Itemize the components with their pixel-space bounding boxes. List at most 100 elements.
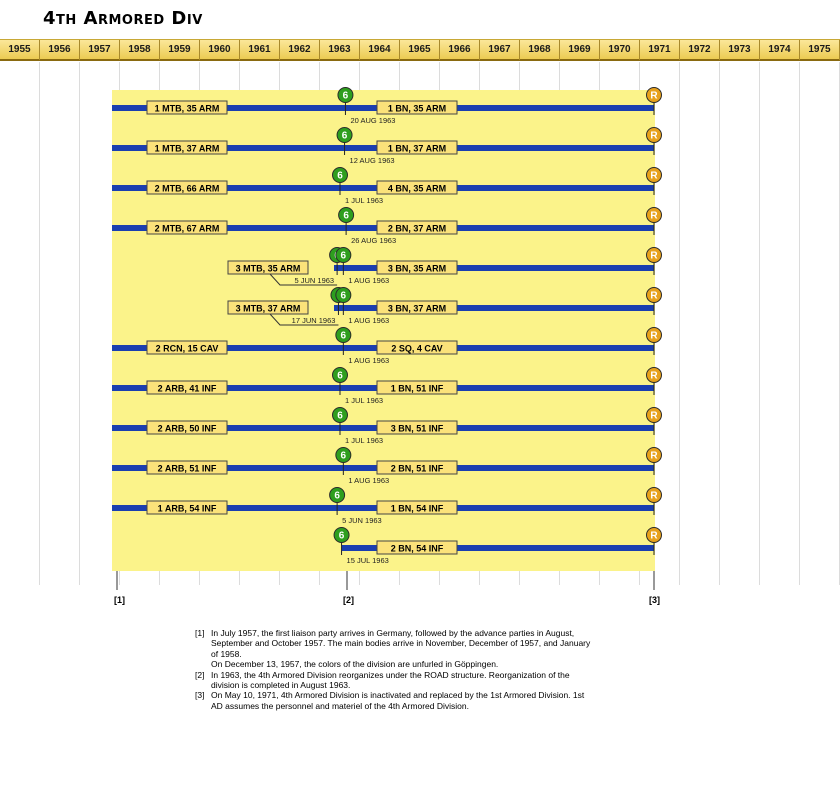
year-label: 1970 xyxy=(600,40,640,60)
reorg-marker-label: 6 xyxy=(343,91,349,102)
reorg-marker xyxy=(338,207,355,223)
reorg-date: 1 AUG 1963 xyxy=(348,316,389,325)
new-unit-box xyxy=(376,220,458,235)
reorg-marker-label: 6 xyxy=(341,291,347,302)
leader-line xyxy=(269,313,339,326)
new-unit-box xyxy=(376,500,458,515)
footnote-text: In 1963, the 4th Armored Division reorga… xyxy=(211,669,570,691)
reorg-date: 12 AUG 1963 xyxy=(350,156,395,165)
year-label: 1967 xyxy=(480,40,520,60)
new-unit-box-label: 1 BN, 37 ARM xyxy=(388,144,446,154)
reorg-marker-label: 6 xyxy=(339,531,345,542)
old-unit-box xyxy=(146,380,228,395)
reorg-marker-label: 6 xyxy=(337,411,343,422)
reorg-marker xyxy=(335,247,352,263)
year-label: 1969 xyxy=(560,40,600,60)
reorg-marker xyxy=(335,327,352,343)
inactivation-marker-label: R xyxy=(650,371,658,382)
old-unit-box xyxy=(146,180,228,195)
inactivation-marker xyxy=(646,527,662,543)
old-unit-box-label: 2 RCN, 15 CAV xyxy=(156,344,219,354)
year-label: 1966 xyxy=(440,40,480,60)
reorg-date: 1 JUL 1963 xyxy=(345,436,383,445)
old-unit-box xyxy=(146,220,228,235)
division-period-band xyxy=(112,90,655,571)
reorg-marker xyxy=(335,447,352,463)
year-label: 1971 xyxy=(640,40,680,60)
new-unit-box-label: 2 BN, 37 ARM xyxy=(388,224,446,234)
page-title: 4th Armored Div xyxy=(43,8,203,29)
new-unit-box xyxy=(376,380,458,395)
old-unit-box-label: 1 MTB, 35 ARM xyxy=(155,104,220,114)
new-unit-box xyxy=(376,540,458,555)
inactivation-marker-label: R xyxy=(650,91,658,102)
inactivation-marker xyxy=(646,327,662,343)
new-unit-box xyxy=(376,460,458,475)
inactivation-marker-label: R xyxy=(650,131,658,142)
event-ref-label: [2] xyxy=(343,595,354,605)
inactivation-marker xyxy=(646,207,662,223)
new-unit-box-label: 2 SQ, 4 CAV xyxy=(391,344,442,354)
new-unit-box-label: 4 BN, 35 ARM xyxy=(388,184,446,194)
unit-bar xyxy=(334,305,654,311)
footnote: [3]On May 10, 1971, 4th Armored Division… xyxy=(195,690,595,711)
inactivation-marker-label: R xyxy=(650,171,658,182)
inactivation-marker xyxy=(646,287,662,303)
new-unit-box xyxy=(376,100,458,115)
reorg-marker xyxy=(333,527,350,543)
unit-bar xyxy=(341,545,654,551)
old-unit-box-label: 3 MTB, 37 ARM xyxy=(236,304,301,314)
footnote-mark: [1] xyxy=(195,628,205,638)
footnote: [1]In July 1957, the first liaison party… xyxy=(195,628,595,670)
reorg-date: 1 AUG 1963 xyxy=(348,356,389,365)
old-unit-date: 17 JUN 1963 xyxy=(292,316,336,325)
year-label: 1959 xyxy=(160,40,200,60)
inactivation-marker xyxy=(646,87,662,103)
year-label: 1955 xyxy=(0,40,40,60)
footnote: [2] In 1963, the 4th Armored Division reo… xyxy=(195,670,595,691)
footnote-mark: [3] xyxy=(195,690,205,701)
year-label: 1963 xyxy=(320,40,360,60)
old-unit-box-label: 2 ARB, 41 INF xyxy=(158,384,217,394)
reorg-marker-label: 6 xyxy=(342,131,348,142)
footnote-mark: [2] xyxy=(195,669,205,680)
unit-bar xyxy=(334,265,654,271)
old-unit-box xyxy=(146,100,228,115)
year-label: 1972 xyxy=(680,40,720,60)
reorg-marker-label: 6 xyxy=(343,211,349,222)
year-label: 1958 xyxy=(120,40,160,60)
inactivation-marker xyxy=(646,127,662,143)
event-ref-label: [3] xyxy=(649,595,660,605)
new-unit-box xyxy=(376,340,458,355)
old-unit-box-label: 2 MTB, 67 ARM xyxy=(155,224,220,234)
reorg-marker-label: 6 xyxy=(334,491,340,502)
old-unit-date: 5 JUN 1963 xyxy=(295,276,335,285)
new-unit-box xyxy=(376,180,458,195)
new-unit-box-label: 1 BN, 35 ARM xyxy=(388,104,446,114)
reorg-marker-label: 6 xyxy=(341,251,347,262)
old-unit-box xyxy=(227,300,309,315)
inactivation-marker-label: R xyxy=(650,251,658,262)
year-label: 1962 xyxy=(280,40,320,60)
year-label: 1974 xyxy=(760,40,800,60)
reorg-date: 20 AUG 1963 xyxy=(350,116,395,125)
year-label: 1956 xyxy=(40,40,80,60)
old-unit-box-label: 2 ARB, 50 INF xyxy=(158,424,217,434)
reorg-date: 5 JUN 1963 xyxy=(342,516,382,525)
new-unit-box-label: 1 BN, 51 INF xyxy=(391,384,444,394)
old-unit-box xyxy=(146,500,228,515)
new-unit-box-label: 3 BN, 37 ARM xyxy=(388,304,446,314)
inactivation-marker xyxy=(646,447,662,463)
reorg-marker xyxy=(335,287,352,303)
reorg-marker xyxy=(337,87,354,103)
old-unit-box xyxy=(146,420,228,435)
new-unit-box xyxy=(376,300,458,315)
inactivation-marker-label: R xyxy=(650,451,658,462)
event-ref-label: [1] xyxy=(114,595,125,605)
reorg-marker-label: 6 xyxy=(341,451,347,462)
new-unit-box-label: 2 BN, 51 INF xyxy=(391,464,444,474)
new-unit-box-label: 2 BN, 54 INF xyxy=(391,544,444,554)
inactivation-marker-label: R xyxy=(650,411,658,422)
